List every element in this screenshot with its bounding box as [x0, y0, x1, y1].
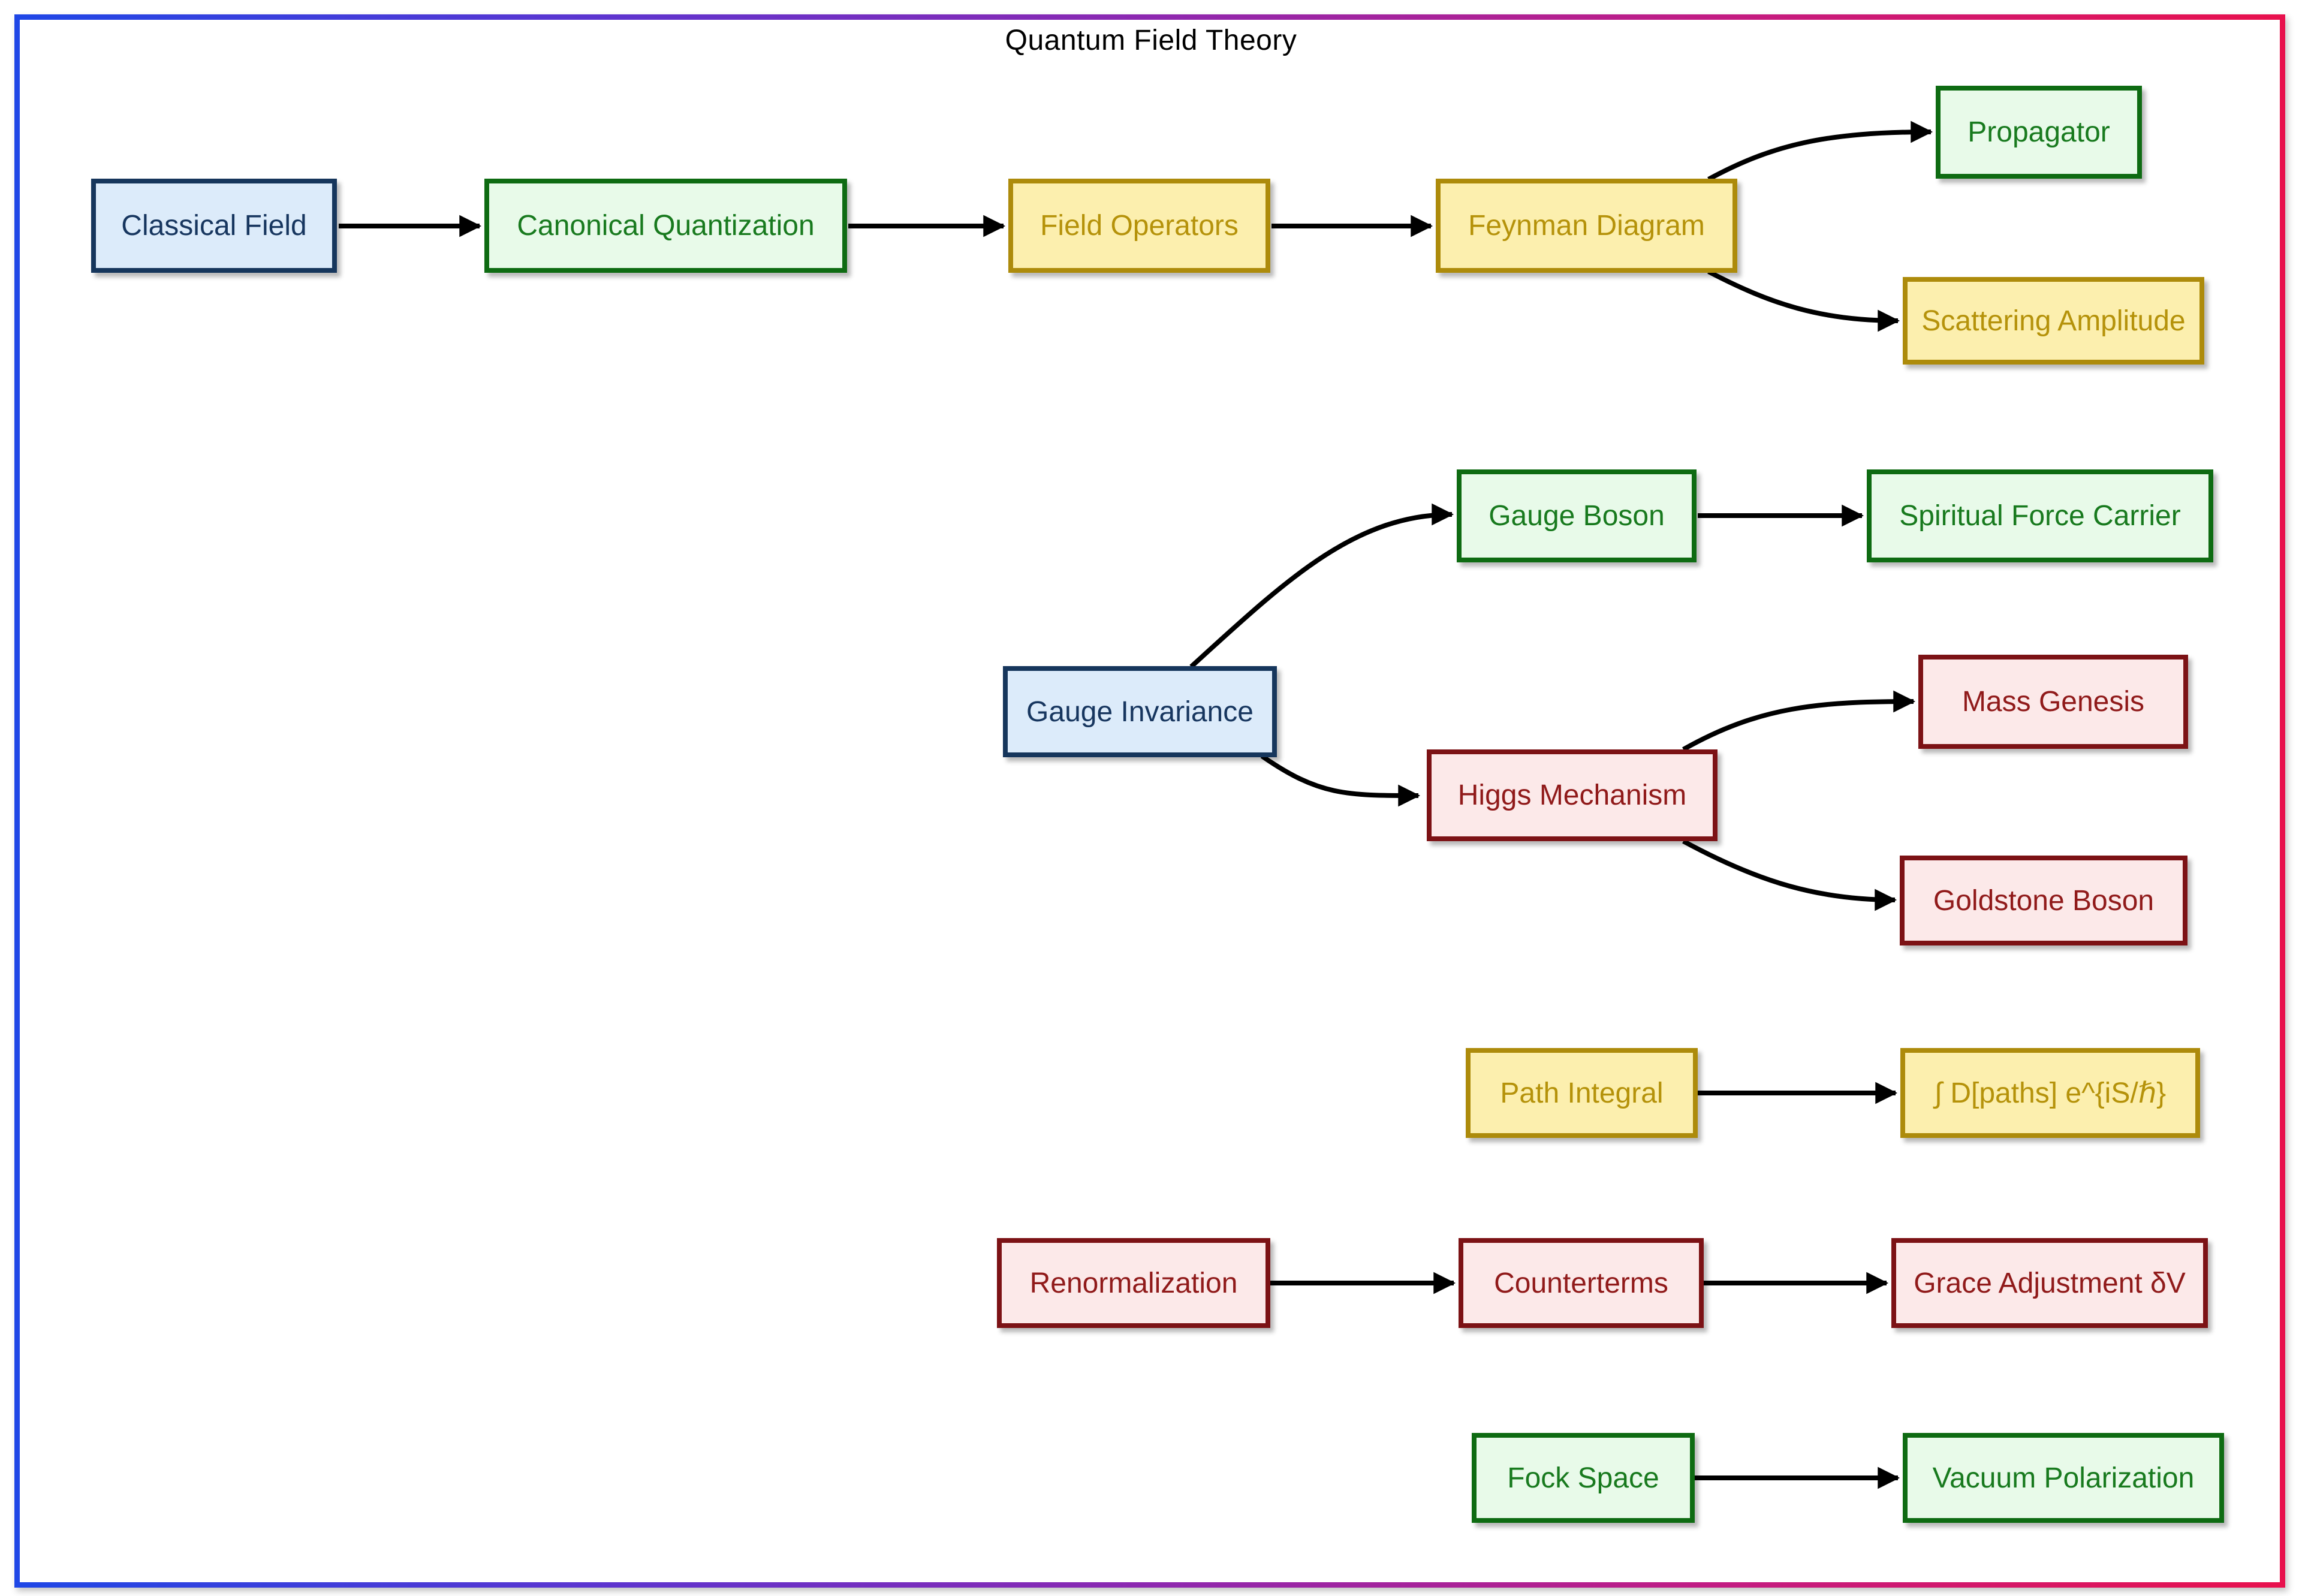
- node-scattering-amplitude: Scattering Amplitude: [1903, 277, 2204, 365]
- edge-feynman-diagram-to-propagator: [1707, 121, 1933, 182]
- node-fock-space: Fock Space: [1472, 1433, 1695, 1523]
- node-path-integral: Path Integral: [1466, 1048, 1698, 1138]
- edge-feynman-diagram-to-scattering-amplitude: [1707, 269, 1900, 332]
- edge-gauge-invariance-to-gauge-boson: [1189, 503, 1454, 668]
- node-gauge-invariance: Gauge Invariance: [1003, 666, 1277, 757]
- diagram-title: Quantum Field Theory: [1005, 25, 1297, 56]
- node-propagator: Propagator: [1936, 86, 2142, 179]
- node-grace-adjustment: Grace Adjustment δV: [1891, 1238, 2208, 1328]
- node-counterterms: Counterterms: [1459, 1238, 1704, 1328]
- node-canonical-quantization: Canonical Quantization: [484, 179, 847, 273]
- edge-gauge-invariance-to-higgs-mechanism: [1260, 754, 1421, 807]
- node-renormalization: Renormalization: [997, 1238, 1270, 1328]
- node-path-integral-formula: ∫ D[paths] e^{iS/ℏ}: [1900, 1048, 2200, 1138]
- node-spiritual-force-carrier: Spiritual Force Carrier: [1867, 469, 2213, 562]
- node-field-operators: Field Operators: [1008, 179, 1270, 273]
- node-goldstone-boson: Goldstone Boson: [1900, 856, 2187, 945]
- edge-higgs-mechanism-to-mass-genesis: [1682, 690, 1916, 752]
- node-higgs-mechanism: Higgs Mechanism: [1427, 749, 1718, 841]
- node-classical-field: Classical Field: [91, 179, 337, 273]
- node-feynman-diagram: Feynman Diagram: [1436, 179, 1737, 273]
- node-gauge-boson: Gauge Boson: [1457, 469, 1697, 562]
- node-vacuum-polarization: Vacuum Polarization: [1903, 1433, 2224, 1523]
- node-mass-genesis: Mass Genesis: [1918, 655, 2188, 749]
- edge-higgs-mechanism-to-goldstone-boson: [1682, 839, 1897, 911]
